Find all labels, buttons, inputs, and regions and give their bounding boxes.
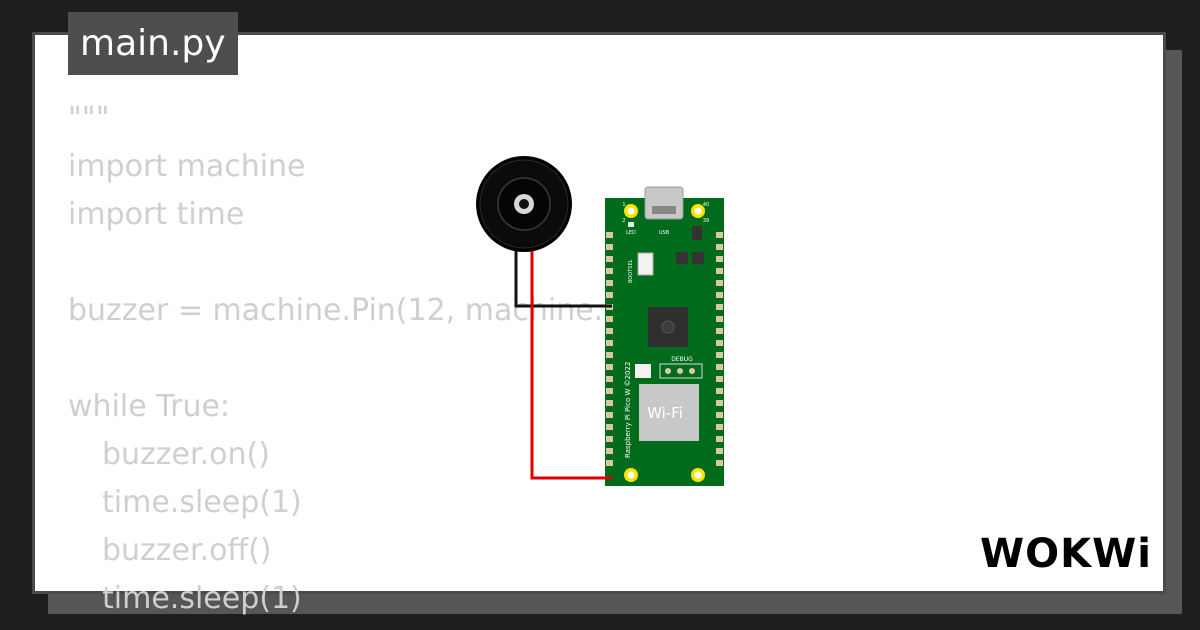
code-line: time.sleep(1): [102, 485, 302, 520]
code-line: time.sleep(1): [102, 581, 302, 616]
wokwi-logo: WOKWi: [980, 531, 1152, 577]
usb-connector: [644, 186, 684, 220]
gnd-wire[interactable]: [514, 248, 612, 308]
led-component: [628, 222, 634, 227]
pico-w-board[interactable]: USB LED 1 2 40 39 DEBUG Wi-Fi BOOTSEL Ra…: [605, 186, 724, 486]
board-name-label: Raspberry Pi Pico W ©2022: [624, 362, 632, 458]
led-label: LED: [626, 230, 636, 236]
filename-tab: main.py: [68, 12, 238, 75]
wifi-label: Wi-Fi: [647, 404, 683, 422]
code-line: import machine: [68, 149, 306, 184]
preview-card: """ import machine import time buzzer = …: [32, 32, 1166, 616]
code-line: import time: [68, 197, 245, 232]
code-line: buzzer = machine.Pin(12, machine.P: [68, 293, 622, 328]
buzzer[interactable]: [476, 156, 572, 252]
code-line: buzzer.on(): [102, 437, 270, 472]
bootsel-button: [637, 252, 654, 276]
pin-1-label: 1: [622, 202, 625, 208]
code-line: """: [68, 101, 110, 136]
debug-label: DEBUG: [671, 356, 693, 363]
pin-39-label: 39: [703, 218, 709, 224]
right-pin-column: [716, 232, 723, 466]
code-line: while True:: [68, 389, 231, 424]
pin-2-label: 2: [622, 218, 625, 224]
wifi-module: [639, 384, 699, 441]
wokwi-logo-text: WOKWi: [980, 531, 1152, 577]
mounting-holes: [624, 204, 705, 482]
code-block: """ import machine import time buzzer = …: [68, 95, 621, 623]
pin-40-label: 40: [703, 202, 709, 208]
debug-header: [659, 363, 703, 379]
code-line: buzzer.off(): [102, 533, 272, 568]
usb-label: USB: [659, 230, 670, 236]
bootsel-label: BOOTSEL: [628, 259, 634, 283]
signal-wire[interactable]: [530, 248, 612, 480]
